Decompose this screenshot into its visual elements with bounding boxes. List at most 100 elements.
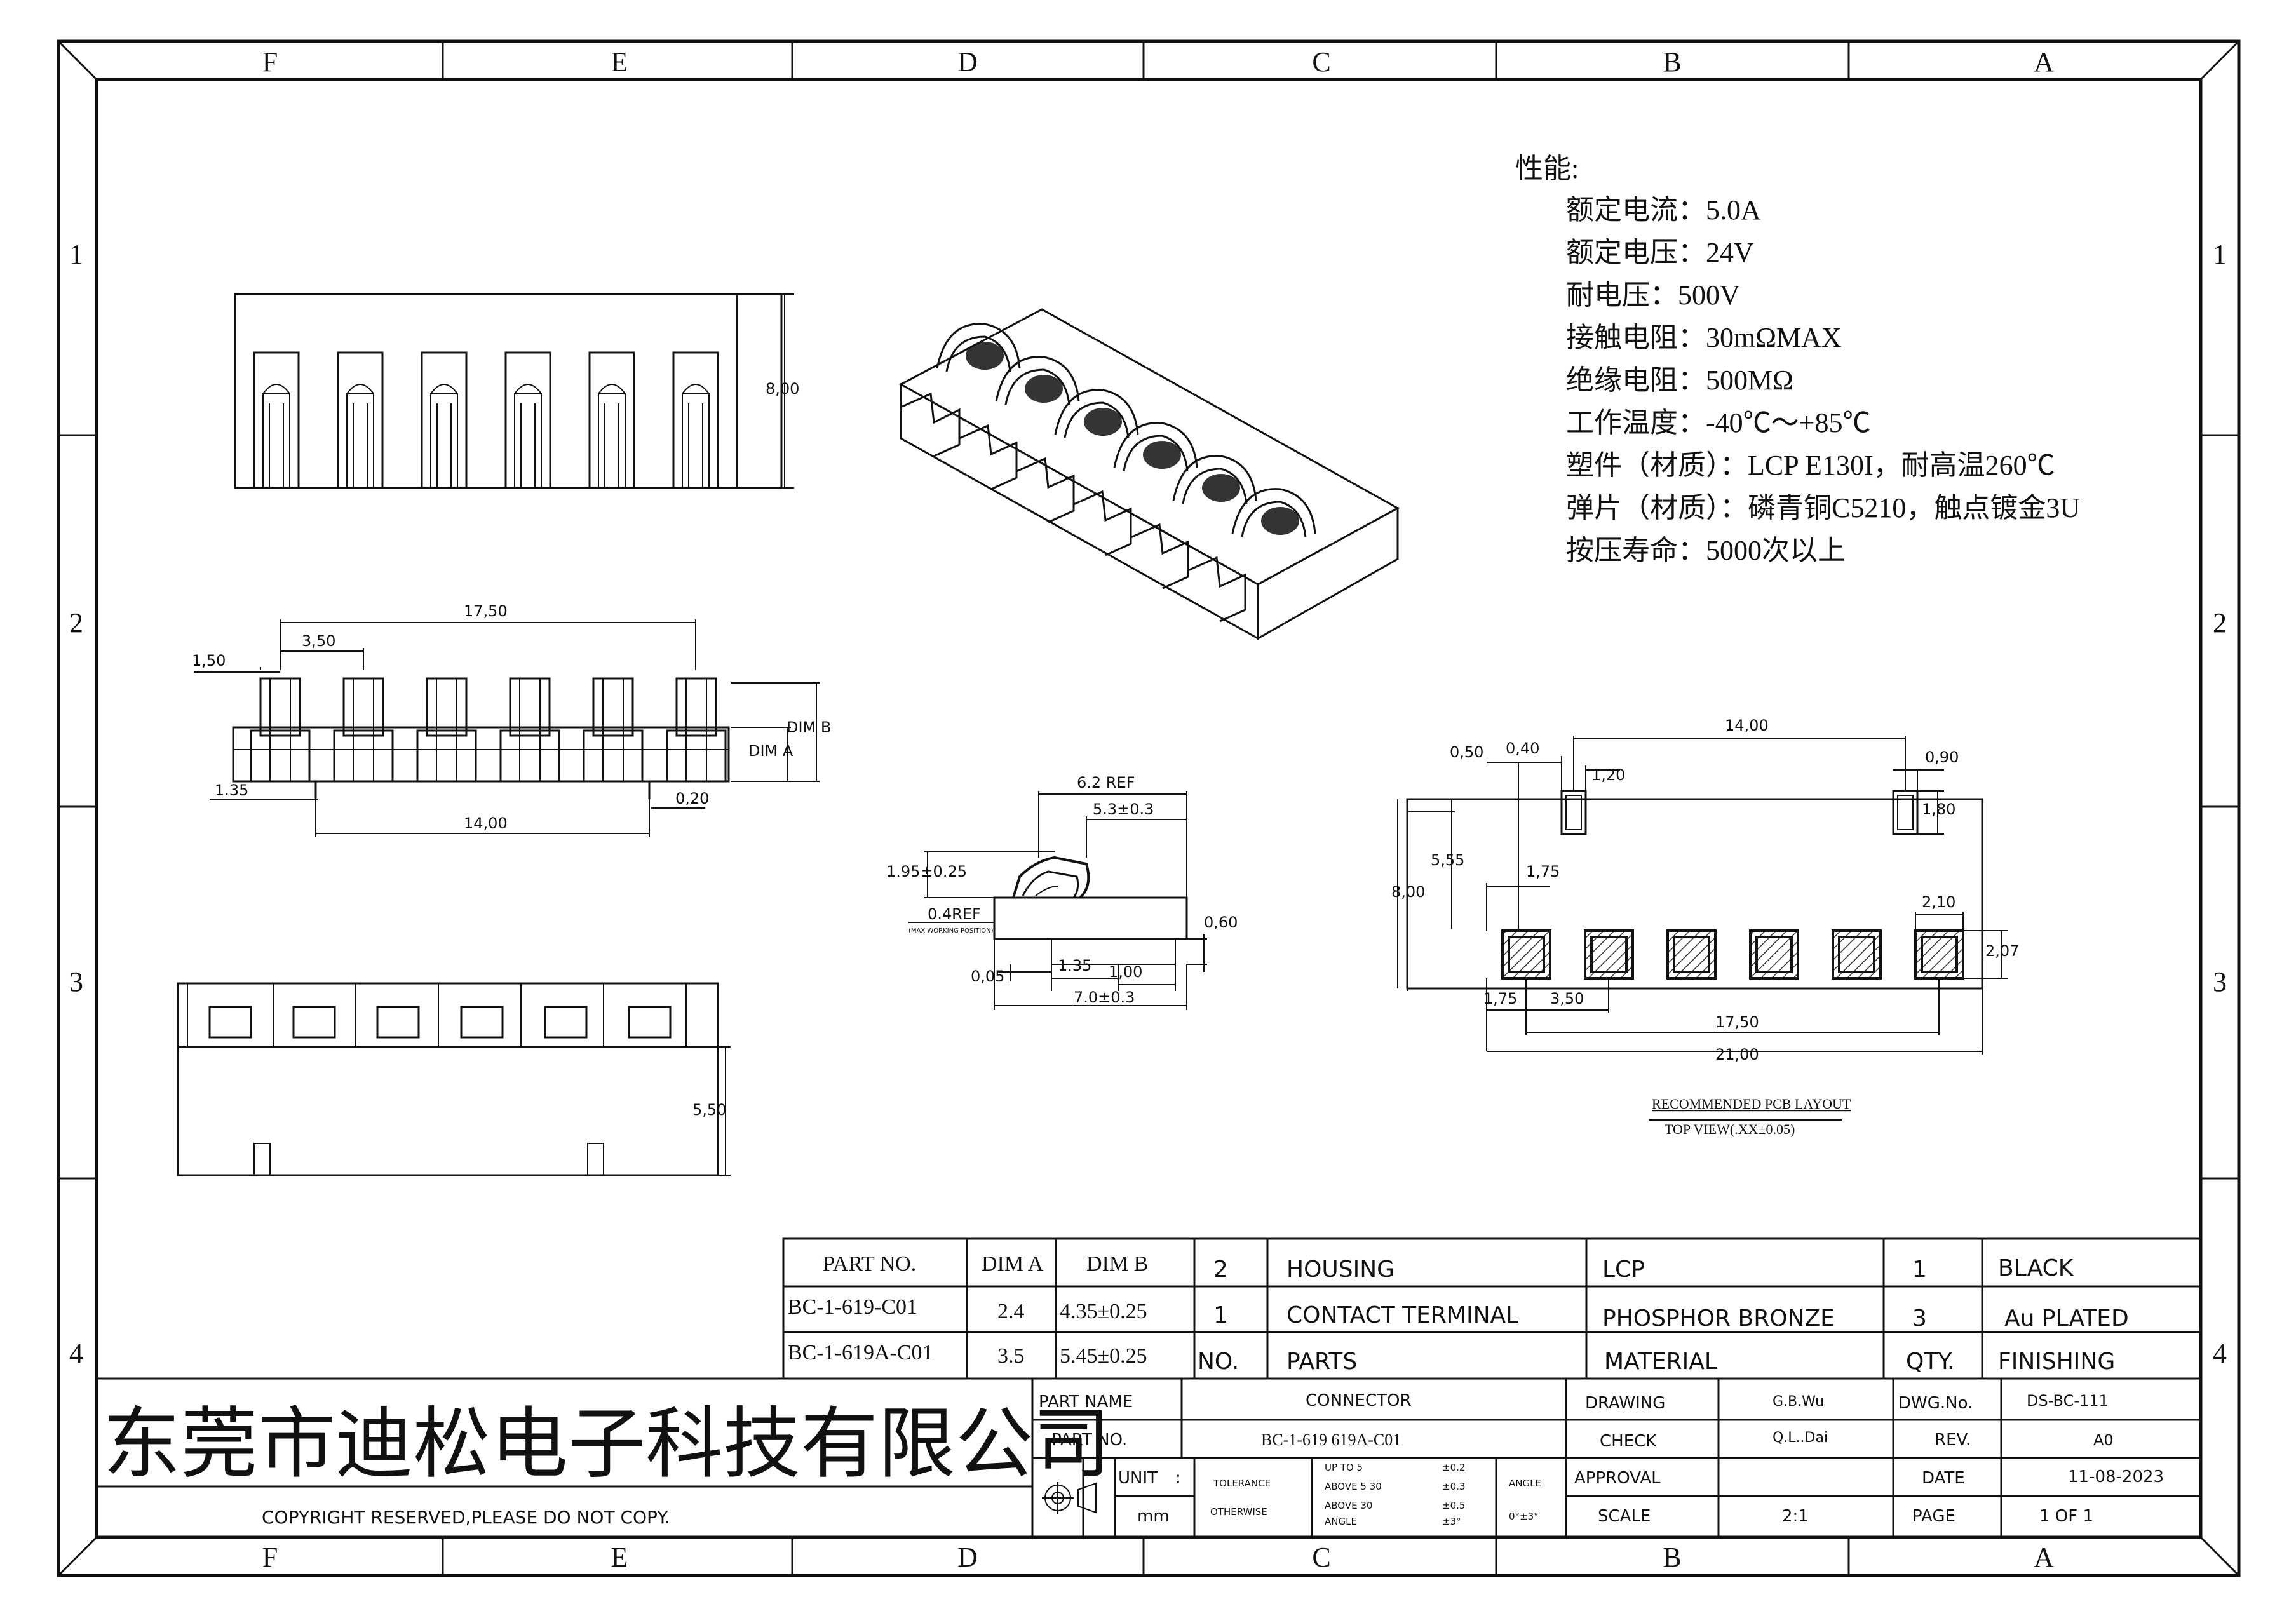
bom-cell: CONTACT TERMINAL xyxy=(1286,1302,1518,1328)
company-name: 东莞市迪松电子科技有限公司 xyxy=(103,1402,1111,1488)
dim-front-height: 8,00 xyxy=(766,380,799,398)
dim-pcb-1400: 14,00 xyxy=(1725,717,1769,734)
dim-pcb-1750: 17,50 xyxy=(1715,1013,1759,1031)
pcb-layout-view xyxy=(1397,736,2008,1055)
drawing-value: G.B.Wu xyxy=(1773,1394,1824,1410)
pcb-layout-subtitle: TOP VIEW(.XX±0.05) xyxy=(1665,1121,1795,1137)
col-label-top-b: B xyxy=(1663,46,1681,78)
dim-left-tail: 1.35 xyxy=(215,781,248,799)
tol-value: ±0.5 xyxy=(1442,1500,1465,1511)
tol-value: ±0.3 xyxy=(1442,1481,1465,1492)
dim-pcb-210: 2,10 xyxy=(1922,893,1955,911)
dim-edge: 1,50 xyxy=(192,652,226,670)
row-label-right-1: 1 xyxy=(2213,239,2227,270)
copyright-notice: COPYRIGHT RESERVED,PLEASE DO NOT COPY. xyxy=(262,1507,670,1528)
dim-side-060: 0,60 xyxy=(1204,913,1238,931)
spec-line: 工作温度：-40℃～+85℃ xyxy=(1566,407,1870,438)
dim-pcb-040: 0,40 xyxy=(1506,739,1539,757)
parts-header-dimb: DIM B xyxy=(1086,1252,1148,1276)
spec-line: 额定电压：24V xyxy=(1566,237,1754,268)
unit-value: mm xyxy=(1137,1507,1170,1526)
spec-line: 额定电流：5.0A xyxy=(1566,194,1761,226)
contact-slot xyxy=(504,351,551,489)
dim-side-70: 7.0±0.3 xyxy=(1074,988,1135,1006)
col-label-bottom-d: D xyxy=(957,1542,978,1573)
dim-pitch: 3,50 xyxy=(302,632,335,650)
bom-cell: 3 xyxy=(1912,1305,1927,1331)
dim-pcb-800: 8,00 xyxy=(1391,883,1425,901)
parts-cell: BC-1-619A-C01 xyxy=(788,1341,933,1365)
bom-cell: QTY. xyxy=(1906,1349,1954,1375)
bom-cell: Au PLATED xyxy=(2004,1305,2129,1331)
date-value: 11-08-2023 xyxy=(2068,1467,2164,1486)
spec-line: 塑件（材质）：LCP E130I，耐高温260℃ xyxy=(1566,450,2055,481)
rev-value: A0 xyxy=(2093,1431,2114,1449)
side-view xyxy=(908,791,1207,1010)
tol-range: ABOVE 30 xyxy=(1325,1500,1372,1511)
isometric-view xyxy=(898,308,1400,640)
check-label: CHECK xyxy=(1600,1432,1657,1451)
dim-side-04-note: (MAX WORKING POSITION) xyxy=(908,927,994,934)
part-name-label: PART NAME xyxy=(1039,1392,1133,1412)
col-label-top-d: D xyxy=(957,46,978,78)
dim-pcb-175b: 1,75 xyxy=(1483,990,1517,1008)
part-name-value: CONNECTOR xyxy=(1306,1391,1412,1410)
scale-value: 2:1 xyxy=(1782,1507,1809,1526)
dim-pcb-2100: 21,00 xyxy=(1715,1046,1759,1063)
tol-value: ±3° xyxy=(1442,1516,1461,1527)
bom-cell: PHOSPHOR BRONZE xyxy=(1602,1305,1835,1331)
rev-label: REV. xyxy=(1935,1431,1971,1450)
unit-colon: : xyxy=(1175,1469,1181,1488)
check-value: Q.L..Dai xyxy=(1773,1430,1828,1446)
angle-label: ANGLE xyxy=(1509,1478,1541,1489)
row-label-left-4: 4 xyxy=(69,1338,83,1369)
col-label-bottom-c: C xyxy=(1312,1542,1330,1573)
spec-line: 接触电阻：30mΩMAX xyxy=(1566,322,1842,353)
parts-cell: 4.35±0.25 xyxy=(1060,1300,1147,1323)
col-label-bottom-a: A xyxy=(2034,1542,2054,1573)
row-label-left-3: 3 xyxy=(69,966,83,997)
contact-slot xyxy=(672,351,719,489)
col-label-bottom-f: F xyxy=(262,1542,278,1573)
col-label-top-a: A xyxy=(2034,46,2054,78)
dim-pcb-050: 0,50 xyxy=(1450,743,1483,761)
approval-label: APPROVAL xyxy=(1574,1469,1661,1488)
pcb-layout-title: RECOMMENDED PCB LAYOUT xyxy=(1652,1096,1851,1112)
dim-pcb-555: 5,55 xyxy=(1431,851,1464,869)
tol-range: ANGLE xyxy=(1325,1516,1357,1527)
dim-pcb-350: 3,50 xyxy=(1550,990,1584,1008)
dim-pcb-180: 1,80 xyxy=(1922,800,1955,818)
parts-cell: BC-1-619-C01 xyxy=(788,1295,917,1319)
drawing-label: DRAWING xyxy=(1585,1394,1665,1413)
parts-header-partno: PART NO. xyxy=(823,1252,916,1276)
bom-cell: PARTS xyxy=(1286,1349,1357,1375)
spec-title: 性能: xyxy=(1515,153,1579,184)
row-label-right-4: 4 xyxy=(2213,1338,2227,1369)
unit-label: UNIT xyxy=(1118,1469,1158,1488)
spec-line: 按压寿命：5000次以上 xyxy=(1566,535,1846,566)
bom-cell: LCP xyxy=(1602,1257,1645,1283)
dim-side-04: 0.4REF xyxy=(928,905,981,923)
dim-side-ref: 6.2 REF xyxy=(1077,774,1135,792)
bom-cell: 1 xyxy=(1912,1257,1927,1283)
row-label-right-3: 3 xyxy=(2213,966,2227,997)
bom-cell: BLACK xyxy=(1998,1255,2074,1281)
dim-side-53: 5.3±0.3 xyxy=(1093,800,1154,818)
specification-block: 性能: 额定电流：5.0A 额定电压：24V 耐电压：500V 接触电阻：30m… xyxy=(1515,153,2080,566)
spec-line: 弹片（材质）：磷青铜C5210，触点镀金3U xyxy=(1566,492,2080,523)
dim-side-135: 1.35 xyxy=(1058,957,1091,974)
tol-range: ABOVE 5 30 xyxy=(1325,1481,1382,1492)
contact-slot xyxy=(588,351,635,489)
dwg-label: DWG.No. xyxy=(1898,1394,1973,1413)
angle-value: 0°±3° xyxy=(1509,1511,1539,1522)
dim-a-label: DIM A xyxy=(748,742,793,760)
bom-cell: FINISHING xyxy=(1998,1349,2115,1375)
col-label-bottom-b: B xyxy=(1663,1542,1681,1573)
dim-pcb-090: 0,90 xyxy=(1925,748,1959,766)
contact-slot xyxy=(337,351,384,489)
parts-cell: 2.4 xyxy=(997,1300,1025,1323)
front-view xyxy=(194,619,820,837)
spec-line: 耐电压：500V xyxy=(1566,280,1740,311)
dim-bottom-height: 5,50 xyxy=(692,1101,726,1119)
